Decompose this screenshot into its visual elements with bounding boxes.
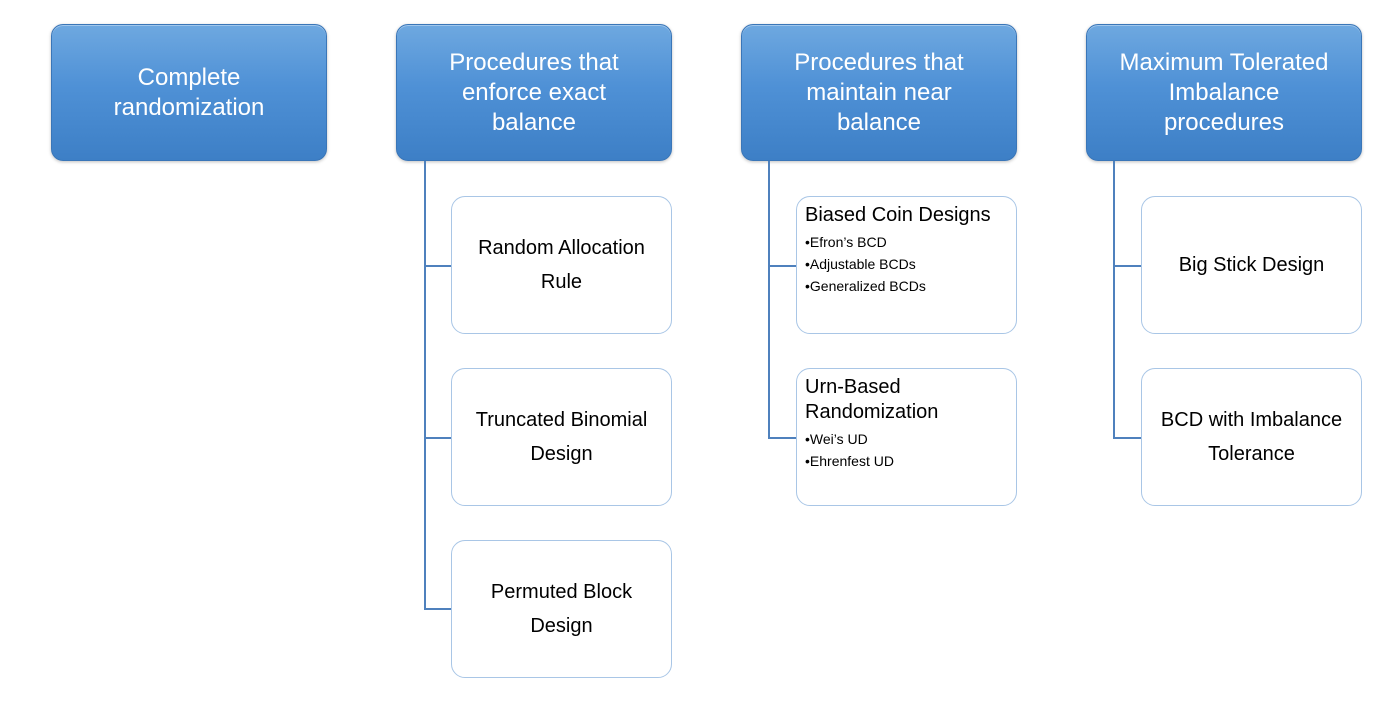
connector-trunk xyxy=(768,161,770,438)
node-bcd-imbalance-tolerance: BCD with Imbalance Tolerance xyxy=(1141,368,1362,506)
connector-trunk xyxy=(1113,161,1115,438)
connector-branch xyxy=(768,437,797,439)
list-item: Efron’s BCD xyxy=(805,231,1008,253)
node-big-stick-design: Big Stick Design xyxy=(1141,196,1362,334)
header-label: Complete randomization xyxy=(113,63,265,121)
header-label: Maximum Tolerated Imbalance procedures xyxy=(1119,48,1329,136)
list-item: Wei’s UD xyxy=(805,428,1008,450)
connector-branch xyxy=(424,437,452,439)
connector-trunk xyxy=(424,161,426,609)
node-permuted-block-design: Permuted Block Design xyxy=(451,540,672,678)
connector-branch xyxy=(424,265,452,267)
node-label: Big Stick Design xyxy=(1178,254,1325,276)
node-title: Urn-Based Randomization xyxy=(805,376,939,423)
connector-branch xyxy=(1113,265,1142,267)
node-urn-based-randomization: Urn-Based Randomization Wei’s UD Ehrenfe… xyxy=(796,368,1017,506)
connector-branch xyxy=(424,608,452,610)
header-label: Procedures that enforce exact balance xyxy=(449,48,619,136)
list-item: Adjustable BCDs xyxy=(805,253,1008,275)
header-complete-randomization: Complete randomization xyxy=(51,24,327,161)
header-label: Procedures that maintain near balance xyxy=(794,48,964,136)
node-label: Random Allocation Rule xyxy=(478,237,645,293)
node-random-allocation-rule: Random Allocation Rule xyxy=(451,196,672,334)
list-item: Generalized BCDs xyxy=(805,275,1008,297)
header-exact-balance: Procedures that enforce exact balance xyxy=(396,24,672,161)
list-item: Ehrenfest UD xyxy=(805,450,1008,472)
connector-branch xyxy=(768,265,797,267)
header-max-tolerated-imbalance: Maximum Tolerated Imbalance procedures xyxy=(1086,24,1362,161)
connector-branch xyxy=(1113,437,1142,439)
node-biased-coin-designs: Biased Coin Designs Efron’s BCD Adjustab… xyxy=(796,196,1017,334)
node-label: BCD with Imbalance Tolerance xyxy=(1160,409,1343,465)
header-near-balance: Procedures that maintain near balance xyxy=(741,24,1017,161)
node-item-list: Wei’s UD Ehrenfest UD xyxy=(805,428,1008,472)
node-label: Permuted Block Design xyxy=(490,581,633,637)
node-item-list: Efron’s BCD Adjustable BCDs Generalized … xyxy=(805,231,1008,297)
node-label: Truncated Binomial Design xyxy=(475,409,648,465)
node-truncated-binomial-design: Truncated Binomial Design xyxy=(451,368,672,506)
node-title: Biased Coin Designs xyxy=(805,204,991,226)
